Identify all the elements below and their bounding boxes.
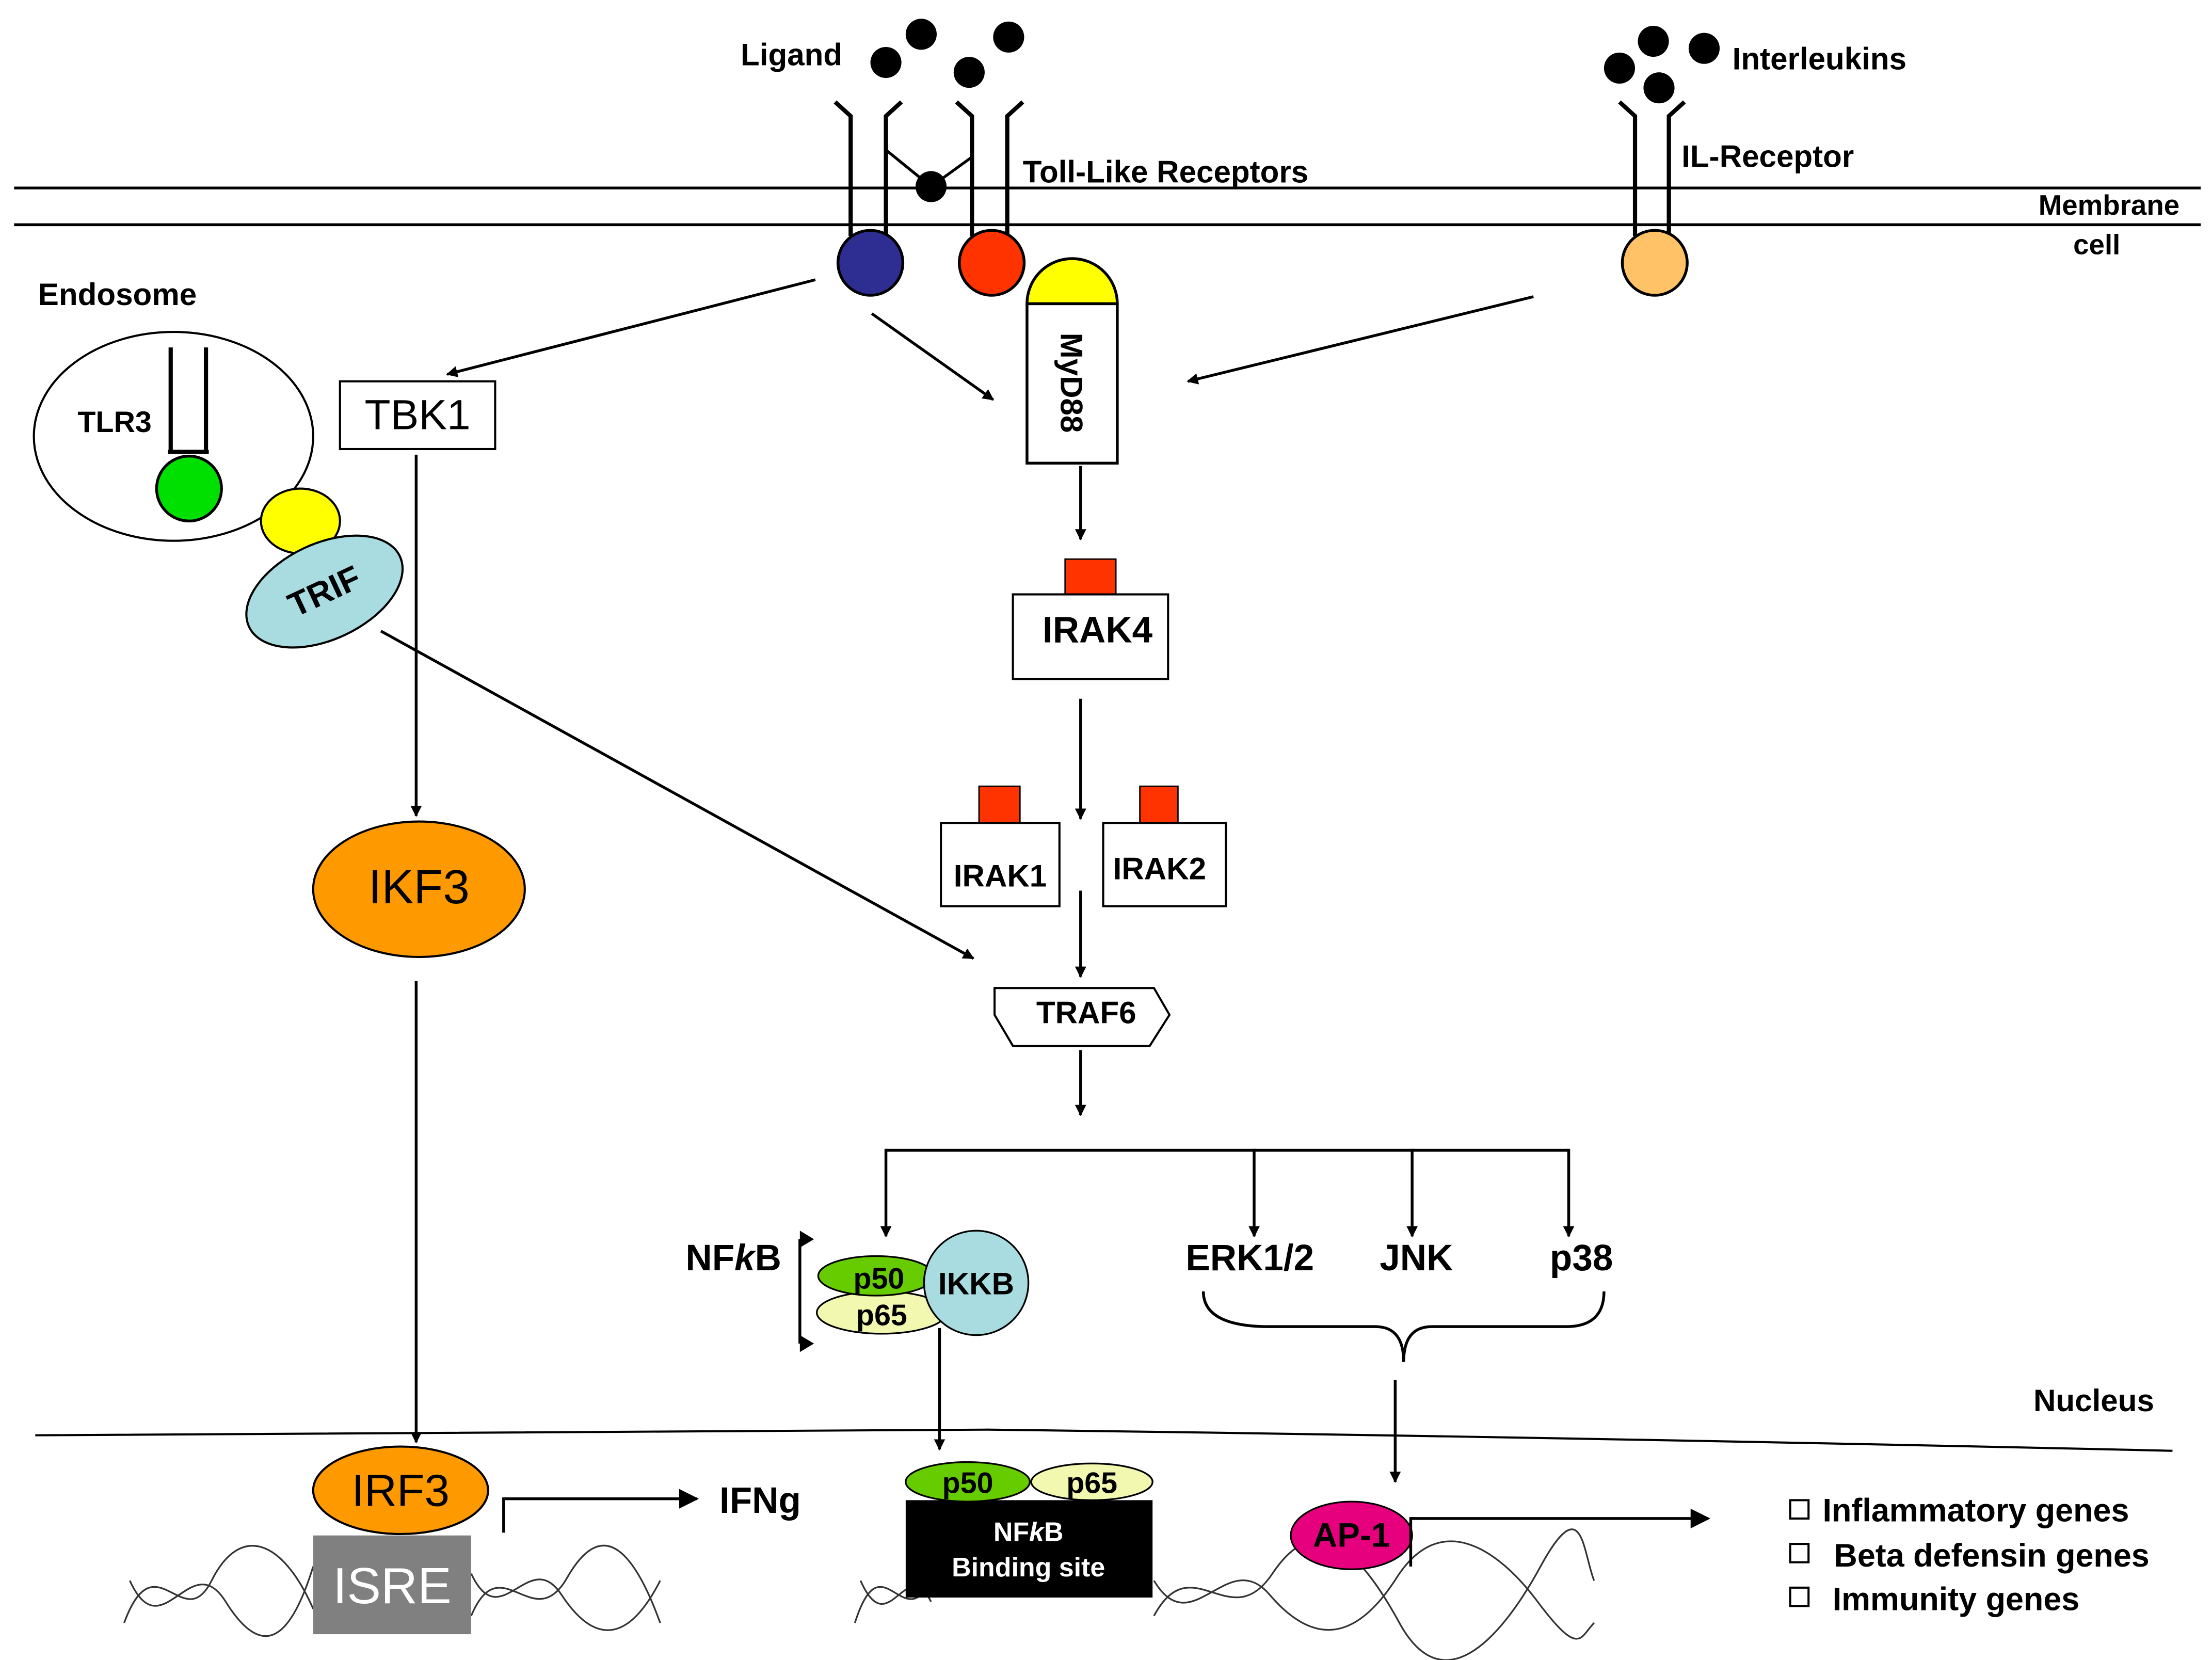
ap1-label: AP-1 — [1313, 1517, 1390, 1554]
toll-like-receptors-label: Toll-Like Receptors — [1023, 154, 1308, 189]
trif-node — [245, 534, 404, 649]
traf6-node — [993, 987, 1171, 1047]
il-receptor — [1618, 100, 1689, 297]
ifng-label: IFNg — [719, 1480, 801, 1521]
myd88-node — [1025, 302, 1119, 465]
gene-item: Inflammatory genes — [1823, 1492, 2129, 1528]
tlr3-domain — [155, 454, 223, 523]
nuclear-p65-label: p65 — [1066, 1467, 1117, 1500]
pathway-arrows — [380, 278, 1710, 1567]
arrow-ap1-to-genes — [1409, 1508, 1710, 1567]
il-receptor-domain — [1621, 229, 1689, 297]
dna-strand-left — [123, 1544, 661, 1637]
isre-label: ISRE — [333, 1557, 452, 1614]
interleukin-dot — [1604, 52, 1636, 84]
arrow-tlr-to-myd88 — [871, 312, 995, 401]
tlr-red-domain — [957, 229, 1026, 297]
toll-like-receptor-red — [955, 100, 1026, 297]
nfkb-bracket — [798, 1231, 814, 1352]
nuclear-p65-subunit — [1030, 1462, 1153, 1502]
ikkb-label: IKKB — [938, 1266, 1014, 1301]
irak2-kinase-domain — [1139, 785, 1179, 824]
endosome — [33, 331, 314, 542]
cell-label: cell — [2073, 229, 2120, 261]
endosome-label: Endosome — [38, 277, 197, 312]
checkbox-icon — [1789, 1543, 1810, 1563]
irak4-kinase-domain — [1064, 558, 1117, 595]
tbk1-node — [339, 380, 496, 451]
target-genes-list: Inflammatory genes Beta defensin genes I… — [1789, 1492, 2150, 1618]
nfkb-binding-site — [905, 1500, 1153, 1598]
irak4-label: IRAK4 — [1043, 610, 1153, 650]
erk-label: ERK1/2 — [1185, 1238, 1314, 1279]
checkbox-icon — [1789, 1586, 1810, 1607]
ligand-molecules — [870, 19, 1024, 88]
arrow-irf3-to-ifng — [502, 1489, 699, 1533]
nuclear-p50-subunit — [905, 1461, 1031, 1503]
irak2-label: IRAK2 — [1113, 852, 1206, 886]
irak1-node — [940, 822, 1061, 907]
irf3-label: IRF3 — [352, 1465, 450, 1515]
irak1-label: IRAK1 — [954, 858, 1047, 893]
irak4-node — [1012, 593, 1169, 680]
myd88-adapter-cap — [1025, 257, 1119, 306]
arrow-il-to-myd88 — [1187, 295, 1534, 385]
isre-element — [313, 1535, 471, 1635]
receptor-dimer-link — [885, 149, 973, 202]
tlr-blue-domain — [836, 229, 905, 297]
interleukin-dot — [1638, 25, 1669, 57]
interleukin-dot — [1688, 33, 1720, 64]
irf3-node — [312, 1445, 489, 1536]
ligand-dot — [870, 46, 902, 78]
p65-label: p65 — [856, 1299, 907, 1332]
traf6-label: TRAF6 — [1036, 995, 1136, 1030]
irak1-kinase-domain — [978, 785, 1021, 824]
nuclear-p50-label: p50 — [942, 1467, 993, 1500]
myd88-label: MyD88 — [1054, 333, 1089, 433]
interleukins-label: Interleukins — [1733, 42, 1906, 76]
binding-site-nfkb-label: NFkB — [993, 1518, 1064, 1547]
interleukin-molecules — [1604, 25, 1720, 104]
irak2-node — [1102, 822, 1227, 907]
binding-site-label: Binding site — [952, 1553, 1105, 1583]
tbk1-label: TBK1 — [365, 392, 471, 439]
nfkb-label: NFkB — [685, 1238, 781, 1279]
gene-item: Immunity genes — [1833, 1582, 2080, 1618]
toll-like-receptor-blue — [833, 100, 905, 297]
interleukin-dot — [1643, 72, 1675, 104]
tlr3-label: TLR3 — [77, 406, 151, 439]
ikkb-node — [923, 1230, 1030, 1336]
mapk-curly-brace — [1201, 1291, 1606, 1362]
jnk-label: JNK — [1380, 1238, 1453, 1279]
ikf3-label: IKF3 — [368, 860, 470, 914]
arrow-trif-to-traf6 — [380, 630, 974, 960]
ligand-dot — [993, 21, 1024, 53]
arrow-tlr-to-tbk1 — [446, 278, 816, 377]
tlr3-receptor — [155, 347, 223, 523]
ligand-dot — [905, 19, 937, 50]
ligand-label: Ligand — [741, 37, 842, 72]
p50-label: p50 — [853, 1262, 904, 1295]
p38-label: p38 — [1550, 1238, 1613, 1279]
nucleus-label: Nucleus — [2033, 1383, 2154, 1418]
cell-membrane — [14, 186, 2201, 227]
gene-item: Beta defensin genes — [1834, 1538, 2149, 1574]
ikf3-node — [312, 820, 526, 959]
nuclear-membrane — [35, 1428, 2173, 1452]
membrane-label: Membrane — [2039, 189, 2179, 221]
ligand-dot — [953, 57, 985, 88]
il-receptor-label: IL-Receptor — [1681, 139, 1854, 173]
checkbox-icon — [1789, 1499, 1810, 1520]
